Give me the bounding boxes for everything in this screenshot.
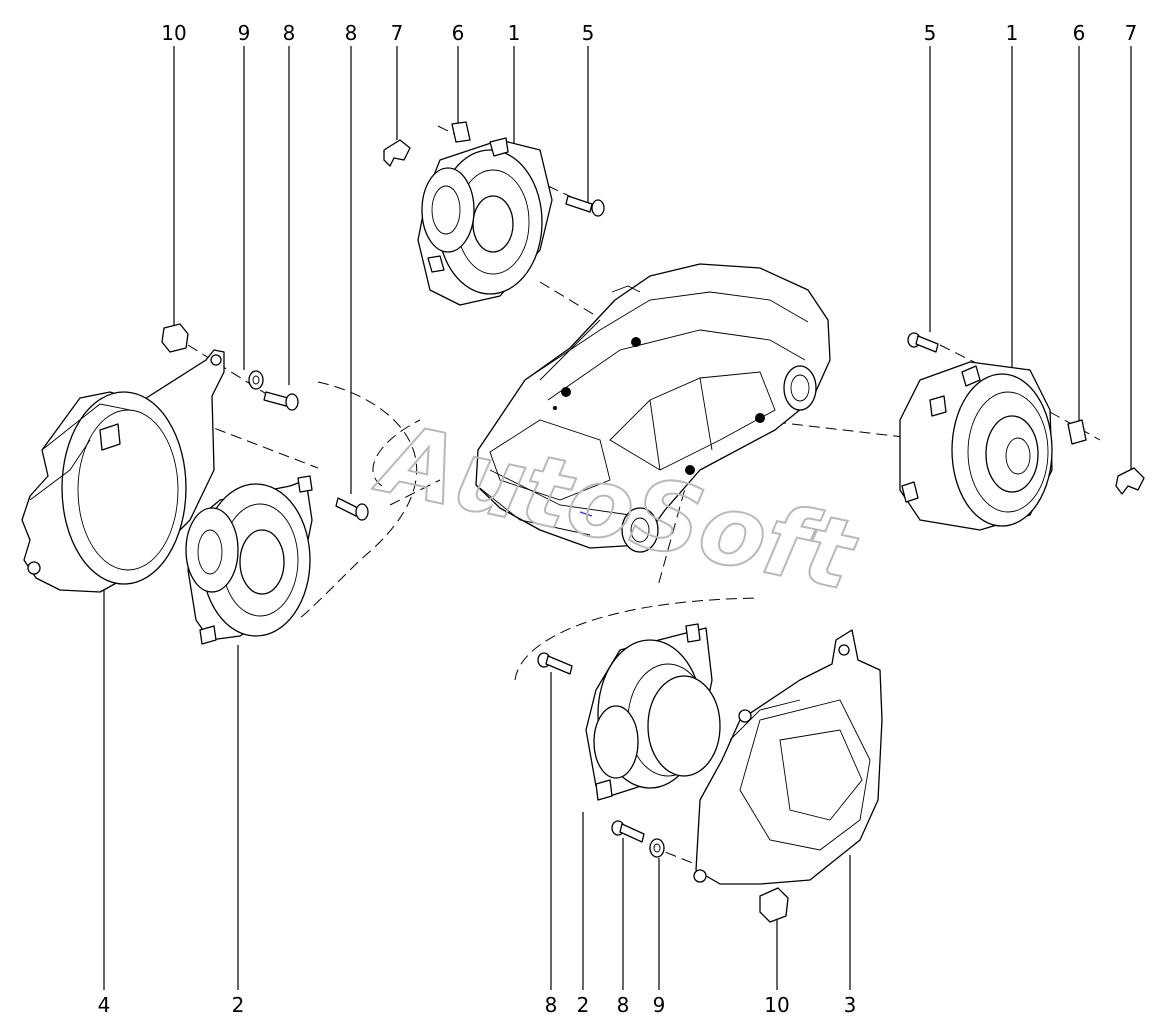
callout-label: 9 [238, 21, 251, 45]
screw-right [907, 332, 939, 353]
callout-label: 10 [161, 21, 186, 45]
callout-label: 5 [924, 21, 937, 45]
speaker-rear-bottom [585, 623, 721, 801]
grommet-left [161, 323, 189, 353]
callout-label: 1 [508, 21, 521, 45]
callout-label: 9 [653, 993, 666, 1017]
speaker-front-top [417, 137, 553, 306]
callout-label: 8 [283, 21, 296, 45]
callout-label: 8 [545, 993, 558, 1017]
speaker-bracket-left [21, 349, 225, 593]
speaker-front-right [899, 361, 1053, 531]
clip-nut-right [1067, 419, 1087, 445]
cable-clip-top [383, 139, 411, 167]
callout-label: 7 [1125, 21, 1138, 45]
washer-left [248, 370, 264, 390]
callout-label: 6 [1073, 21, 1086, 45]
callout-label: 8 [617, 993, 630, 1017]
bolt-bottom-lower [611, 820, 645, 843]
bolt-left-upper [263, 391, 299, 411]
bolt-left-lower [335, 497, 369, 521]
callout-label: 6 [452, 21, 465, 45]
leader-lines [103, 46, 1132, 990]
callout-label: 3 [844, 993, 857, 1017]
callout-label: 7 [391, 21, 404, 45]
callout-label: 1 [1006, 21, 1019, 45]
callout-label: 2 [577, 993, 590, 1017]
callout-label: 4 [98, 993, 111, 1017]
cable-clip-right [1115, 467, 1145, 495]
callout-label: 2 [232, 993, 245, 1017]
bolt-bottom-upper [537, 652, 573, 675]
screw-top [565, 195, 605, 217]
washer-bottom [649, 838, 665, 858]
speaker-rear-left [185, 475, 313, 645]
callout-label: 8 [345, 21, 358, 45]
callout-labels: 10 9 8 8 7 6 1 5 5 1 6 7 4 2 8 2 8 9 10 … [98, 21, 1138, 1017]
speaker-bracket-right [693, 629, 883, 885]
callout-label: 5 [582, 21, 595, 45]
callout-label: 10 [764, 993, 789, 1017]
grommet-bottom [759, 887, 789, 923]
clip-nut-top [451, 121, 471, 143]
car-illustration [475, 263, 831, 553]
